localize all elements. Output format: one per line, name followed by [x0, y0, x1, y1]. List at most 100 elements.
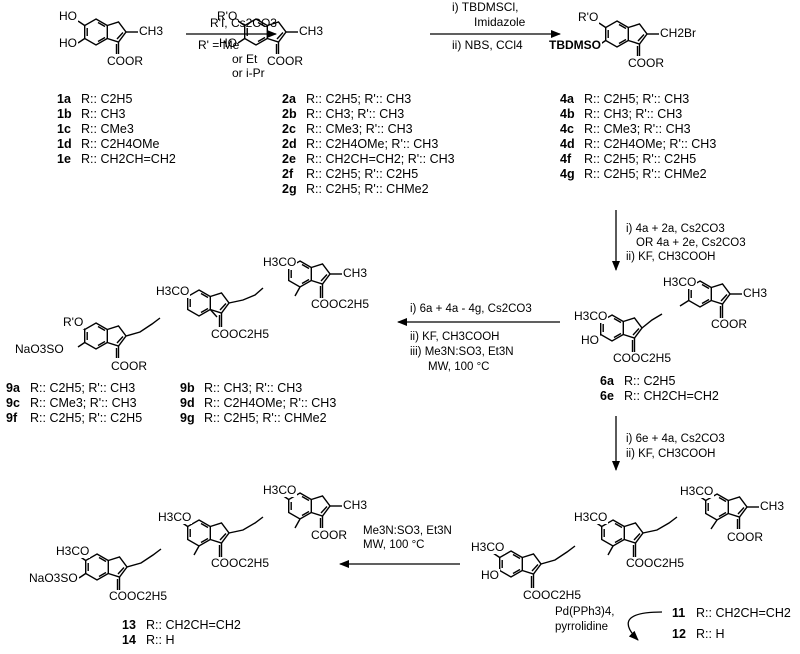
step7-reagent-b: pyrrolidine	[555, 621, 609, 633]
step5-reagent-b: ii) KF, CH3COOH	[626, 448, 716, 460]
label-co2et-11a: COOC2H5	[625, 556, 686, 570]
label-meo-6b: H3CO	[573, 309, 609, 323]
label-naso3-13: NaO3SO	[28, 571, 79, 585]
label-ch3-9: CH3	[342, 266, 369, 280]
label-coor-9: COOR	[110, 359, 148, 373]
step2-reagent-c: ii) NBS, CCl4	[452, 38, 523, 52]
label-ch3-13: CH3	[342, 498, 369, 512]
label-meo-11a: H3CO	[679, 484, 715, 498]
label-co2et-11b: COOC2H5	[522, 588, 583, 602]
label-co2et-9b: COOC2H5	[210, 327, 271, 341]
step4-reagent-c: iii) Me3N:SO3, Et3N	[410, 346, 514, 358]
label-ch3-1: CH3	[138, 24, 165, 38]
step4-reagent-d: MW, 100 °C	[428, 361, 490, 373]
arrow-step7	[627, 611, 663, 641]
label-meo-11c: H3CO	[470, 540, 506, 554]
label-meo-13c: H3CO	[55, 544, 91, 558]
step3-reagent-b: OR 4a + 2e, Cs2CO3	[636, 237, 746, 249]
label-meo-6a: H3CO	[662, 275, 698, 289]
label-coor-6: COOR	[710, 317, 748, 331]
label-naso3-9: NaO3SO	[14, 342, 65, 356]
step7-reagent-a: Pd(PPh3)4,	[555, 606, 615, 618]
label-ch3-2: CH3	[298, 24, 325, 38]
label-meo-13a: H3CO	[262, 483, 298, 497]
structure-1	[77, 18, 138, 54]
label-co2et-9a: COOC2H5	[310, 297, 371, 311]
structure-2	[237, 18, 298, 54]
step3-reagent-a: i) 4a + 2a, Cs2CO3	[626, 223, 725, 235]
label-ro-2: R'O	[216, 9, 239, 23]
step1-cond-c: or i-Pr	[232, 66, 265, 80]
label-co2et-13a: COOC2H5	[210, 556, 271, 570]
step6-reagent-a: Me3N:SO3, Et3N	[363, 525, 452, 537]
label-co2et-13b: COOC2H5	[108, 589, 169, 603]
step6-reagent-b: MW, 100 °C	[363, 539, 425, 551]
step3-reagent-c: ii) KF, CH3COOH	[626, 251, 716, 263]
step2-reagent-b: Imidazole	[474, 15, 526, 29]
label-meo-13b: H3CO	[157, 510, 193, 524]
label-oh-1b: HO	[58, 36, 78, 50]
label-tbdms-4: TBDMSO	[548, 38, 602, 52]
label-oh-2: HO	[218, 36, 238, 50]
label-ro-4: R'O	[577, 10, 600, 24]
label-coor-4: COOR	[627, 56, 665, 70]
label-ch2br-4: CH2Br	[659, 26, 698, 40]
label-coor-13: COOR	[310, 528, 348, 542]
step4-reagent-b: ii) KF, CH3COOH	[410, 331, 500, 343]
label-co2et-6: COOC2H5	[612, 351, 673, 365]
label-meo-9a: H3CO	[262, 255, 298, 269]
label-coor-1: COOR	[106, 54, 144, 68]
step1-cond-b: or Et	[232, 52, 258, 66]
label-ro-9: R'O	[62, 315, 85, 329]
structure-11	[698, 493, 759, 530]
label-meo-11b: H3CO	[573, 510, 609, 524]
label-oh-11: HO	[480, 568, 500, 582]
label-oh-1a: HO	[58, 9, 78, 23]
label-coor-11: COOR	[726, 530, 764, 544]
structure-4	[598, 20, 659, 56]
step4-reagent-a: i) 6a + 4a - 4g, Cs2CO3	[410, 303, 532, 315]
label-coor-2: COOR	[266, 54, 304, 68]
step5-reagent-a: i) 6e + 4a, Cs2CO3	[626, 433, 725, 445]
step2-reagent-a: i) TBDMSCl,	[452, 0, 519, 14]
label-oh-6: HO	[580, 333, 600, 347]
step1-cond-a: R' = Me	[198, 38, 240, 52]
